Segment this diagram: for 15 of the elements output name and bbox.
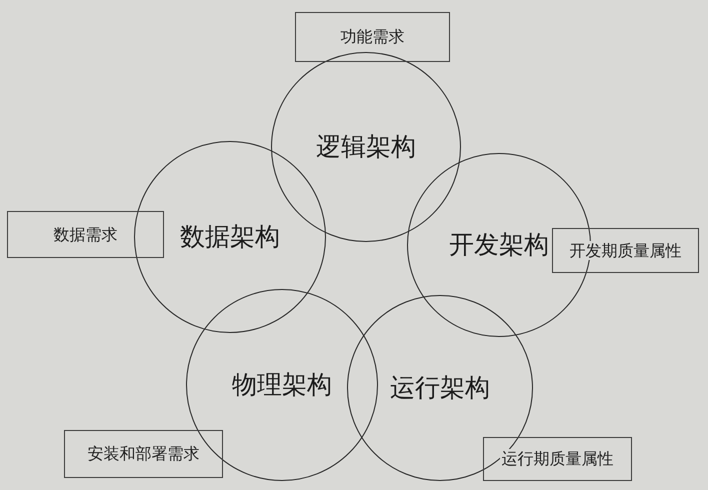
view-label: 数据架构 bbox=[180, 222, 280, 252]
view-label: 物理架构 bbox=[232, 370, 332, 400]
requirement-box bbox=[295, 12, 450, 62]
requirement-box bbox=[483, 437, 632, 481]
view-label: 运行架构 bbox=[390, 374, 490, 402]
view-label: 逻辑架构 bbox=[316, 132, 416, 162]
requirement-box bbox=[64, 430, 223, 478]
view-label: 开发架构 bbox=[449, 230, 549, 260]
requirement-label: 功能需求 bbox=[338, 27, 406, 47]
requirement-box bbox=[552, 228, 699, 273]
requirement-box bbox=[7, 211, 164, 258]
requirement-label: 运行期质量属性 bbox=[500, 449, 616, 469]
requirement-label: 安装和部署需求 bbox=[86, 444, 202, 464]
requirement-label: 数据需求 bbox=[52, 224, 120, 244]
requirement-label: 开发期质量属性 bbox=[568, 240, 684, 260]
